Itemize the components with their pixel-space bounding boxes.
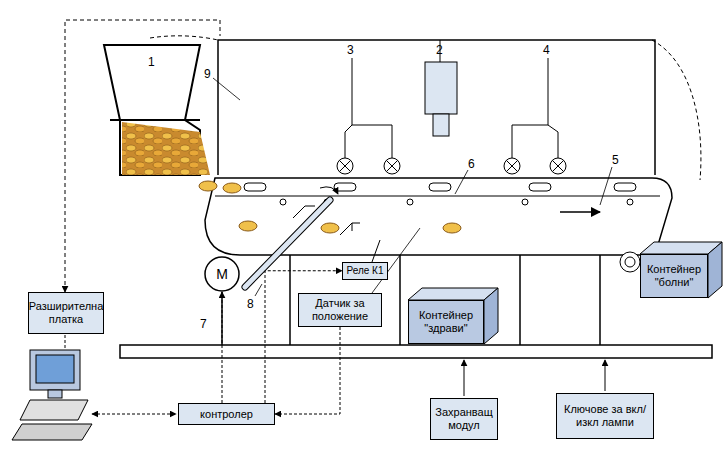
relay-link — [372, 240, 380, 262]
hopper-grain — [122, 122, 210, 175]
hood-outline — [150, 36, 218, 40]
node-text: Контейнер "болни" — [644, 263, 704, 288]
node-text: контролер — [200, 408, 253, 421]
deflect-arrow — [293, 206, 315, 218]
motor-circle: M — [204, 256, 240, 292]
computer — [12, 350, 92, 440]
board-box: Разширителна платка — [28, 292, 104, 334]
deflector — [245, 200, 330, 287]
leader-line — [600, 167, 612, 205]
roller — [620, 252, 640, 272]
data-line — [65, 335, 66, 350]
camera — [425, 62, 457, 114]
hood-outline — [652, 40, 701, 180]
container-box: Контейнер "здрави" — [408, 300, 484, 344]
relay-box: Реле К1 — [342, 262, 388, 280]
switch-box: Ключове за вкл/изкл лампи — [556, 393, 654, 439]
node-text: Контейнер "здрави" — [412, 309, 480, 334]
power-module-box: Захранващ модул — [430, 398, 498, 440]
node-text: Захранващ модул — [434, 406, 494, 431]
container-faces — [408, 242, 722, 344]
switch-arrow — [605, 360, 606, 391]
node-text: M — [216, 266, 228, 282]
callout-number: 5 — [612, 154, 619, 166]
rotation-arrow — [320, 187, 338, 194]
sensor-link — [372, 228, 420, 293]
lamp-holder — [548, 125, 558, 158]
belt-slots — [244, 183, 636, 205]
conveyor-belt — [205, 178, 672, 255]
signal-connector — [222, 292, 223, 403]
deflect-arrow — [340, 223, 360, 235]
signal-connector — [275, 327, 340, 414]
base-plate — [120, 345, 712, 358]
lamp-holder — [352, 125, 392, 158]
node-text: Разширителна платка — [29, 300, 104, 325]
lamp-holder — [512, 58, 548, 158]
callout-number: 3 — [347, 44, 354, 56]
callout-number: 7 — [200, 318, 207, 330]
lamp-holder — [345, 58, 352, 158]
callout-number: 1 — [148, 56, 155, 68]
direction-arrow — [560, 211, 600, 213]
deflector — [245, 200, 330, 287]
leader-line — [213, 78, 240, 100]
roller — [625, 257, 635, 267]
controller-box: контролер — [178, 403, 275, 425]
node-text: Реле К1 — [346, 265, 383, 277]
leader-line — [255, 284, 262, 296]
signal-connector — [265, 271, 342, 403]
data-line — [65, 20, 220, 292]
callout-number: 2 — [436, 44, 443, 56]
legs — [222, 255, 600, 345]
callout-number: 9 — [204, 68, 211, 80]
node-text: Датчик за положение — [302, 297, 378, 322]
grain — [199, 181, 461, 233]
power-arrow — [464, 360, 465, 396]
callout-number: 8 — [247, 298, 254, 310]
hopper — [110, 119, 200, 121]
lamp — [337, 158, 566, 174]
container-box: Контейнер "болни" — [640, 254, 708, 298]
camera-lens — [433, 114, 449, 136]
callout-number: 4 — [543, 44, 550, 56]
frame — [218, 40, 655, 175]
data-line — [92, 414, 176, 415]
callout-number: 6 — [468, 158, 475, 170]
belt-surface — [215, 196, 660, 197]
sensor-box: Датчик за положение — [298, 293, 382, 327]
node-text: Ключове за вкл/изкл лампи — [560, 403, 650, 428]
leader-line — [455, 170, 468, 194]
